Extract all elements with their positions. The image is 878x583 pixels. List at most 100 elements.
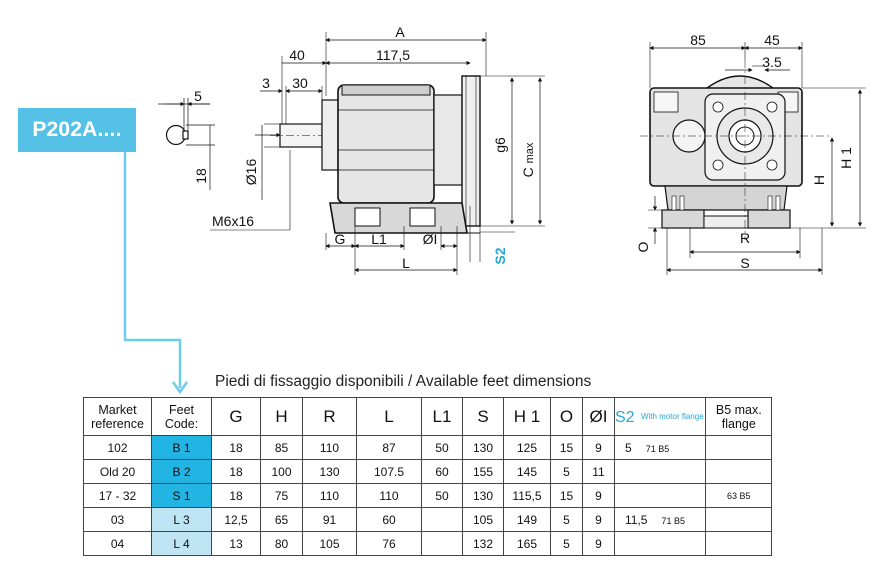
cell-L1: 60 — [421, 459, 463, 484]
cell-R: 105 — [302, 531, 357, 556]
label-L: L — [402, 255, 410, 271]
header-H: H — [260, 397, 303, 436]
label-5: 5 — [194, 88, 202, 104]
header-L1: L1 — [421, 397, 463, 436]
cell-market: 17 - 32 — [83, 483, 152, 508]
cell-phiI: 9 — [582, 531, 615, 556]
header-R: R — [302, 397, 357, 436]
cell-feet: B 1 — [151, 435, 212, 460]
label-40: 40 — [289, 47, 305, 63]
cell-phiI: 9 — [582, 435, 615, 460]
label-3: 3 — [262, 75, 270, 91]
header-H1: H 1 — [503, 397, 551, 436]
cell-H: 65 — [260, 507, 303, 532]
cell-S2 — [613, 459, 707, 484]
label-A: A — [395, 24, 405, 40]
cell-R: 110 — [302, 435, 357, 460]
cell-feet: L 4 — [151, 531, 212, 556]
cell-O: 5 — [550, 507, 583, 532]
cell-H: 100 — [260, 459, 303, 484]
cell-L: 110 — [356, 483, 422, 508]
cell-phiI: 11 — [582, 459, 615, 484]
cell-R: 91 — [302, 507, 357, 532]
label-G: G — [335, 231, 346, 247]
cell-phiI: 9 — [582, 507, 615, 532]
label-30: 30 — [292, 75, 308, 91]
cell-G: 13 — [211, 531, 261, 556]
label-S2: S2 — [492, 247, 508, 264]
table-title: Piedi di fissaggio disponibili / Availab… — [215, 373, 592, 390]
cell-H1: 115,5 — [503, 483, 551, 508]
cell-L1 — [421, 531, 463, 556]
drawing-labels: A 40 117,5 3 30 5 18 Ø16 M6x16 g6 C max … — [193, 24, 854, 271]
cell-L1: 50 — [421, 435, 463, 460]
cell-S: 155 — [462, 459, 504, 484]
cell-B5 — [705, 459, 773, 484]
header-S2: S2 With motor flange — [613, 397, 707, 436]
cell-B5: 63 B5 — [705, 483, 773, 508]
label-cmax-max: max — [524, 142, 536, 163]
cell-B5 — [705, 435, 773, 460]
cell-H: 85 — [260, 435, 303, 460]
cell-L1: 50 — [421, 483, 463, 508]
cell-H1: 149 — [503, 507, 551, 532]
cell-L: 60 — [356, 507, 422, 532]
cell-O: 15 — [550, 483, 583, 508]
cell-S2-value: 5 — [625, 440, 632, 455]
front-view — [640, 42, 866, 275]
cell-L1 — [421, 507, 463, 532]
header-G: G — [211, 397, 261, 436]
cell-feet: L 3 — [151, 507, 212, 532]
cell-market: 102 — [83, 435, 152, 460]
label-phiI: ØI — [423, 231, 438, 247]
cell-O: 5 — [550, 531, 583, 556]
label-45: 45 — [764, 32, 780, 48]
label-L1: L1 — [371, 231, 387, 247]
side-view — [210, 32, 545, 275]
cell-S2-value: 11,5 — [625, 512, 648, 527]
header-O: O — [550, 397, 583, 436]
label-cmax: C max — [520, 142, 536, 177]
cell-S2-flange: 71 B5 — [645, 443, 670, 454]
cell-S: 130 — [462, 483, 504, 508]
label-3-5: 3.5 — [762, 54, 782, 70]
cell-S2 — [613, 483, 707, 508]
cell-H1: 125 — [503, 435, 551, 460]
label-18: 18 — [193, 168, 209, 184]
cell-G: 18 — [211, 435, 261, 460]
label-cmax-c: C — [520, 167, 536, 177]
header-S2-sub: With motor flange — [640, 411, 704, 421]
cell-G: 18 — [211, 459, 261, 484]
cell-S: 132 — [462, 531, 504, 556]
cell-phiI: 9 — [582, 483, 615, 508]
label-O: O — [635, 241, 651, 252]
header-B5: B5 max. flange — [705, 397, 773, 436]
cell-H: 75 — [260, 483, 303, 508]
header-S: S — [462, 397, 504, 436]
cell-H1: 145 — [503, 459, 551, 484]
label-S: S — [740, 255, 749, 271]
cell-B5 — [705, 507, 773, 532]
label-g6: g6 — [492, 137, 508, 153]
cell-market: 03 — [83, 507, 152, 532]
label-H1: H 1 — [838, 147, 854, 169]
feet-dimensions-table: Market reference Feet Code: G H R L L1 S… — [83, 397, 773, 556]
header-phiI: ØI — [582, 397, 615, 436]
cell-H1: 165 — [503, 531, 551, 556]
cell-G: 18 — [211, 483, 261, 508]
cell-B5 — [705, 531, 773, 556]
cell-G: 12,5 — [211, 507, 261, 532]
header-L: L — [356, 397, 422, 436]
cell-O: 5 — [550, 459, 583, 484]
table-header-row: Market reference Feet Code: G H R L L1 S… — [83, 397, 773, 436]
cell-S2: 5 71 B5 — [613, 435, 707, 460]
cell-market: 04 — [83, 531, 152, 556]
label-85: 85 — [690, 32, 706, 48]
cell-R: 130 — [302, 459, 357, 484]
